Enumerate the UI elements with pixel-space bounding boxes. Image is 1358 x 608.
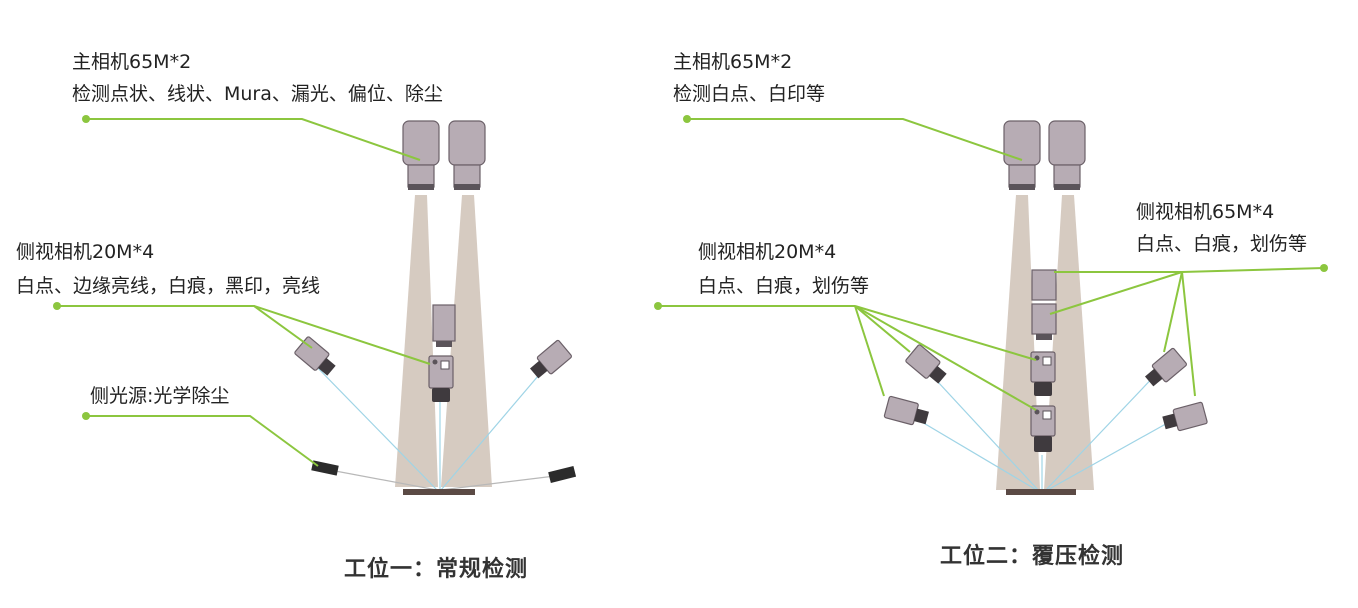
- main-camera-right-icon: [448, 120, 486, 190]
- side-camera-20m-title: 侧视相机20M*4: [698, 241, 836, 263]
- side-camera-rays: [311, 361, 556, 491]
- side-camera-title: 侧视相机20M*4: [16, 241, 154, 263]
- side-camera-65m-title: 侧视相机65M*4: [1136, 201, 1274, 223]
- side-camera-65m-right-upper-icon: [1144, 347, 1187, 387]
- leader-side-camera-20m: [658, 305, 1037, 411]
- leader-main-camera: [687, 118, 1023, 161]
- center-20m-side-camera-upper-icon: [1030, 351, 1056, 396]
- main-camera-beam-left: [395, 195, 438, 487]
- station-2: 主相机65M*2 检测白点、白印等 侧视相机20M*4 白点、白痕，划伤等 侧视…: [654, 51, 1328, 569]
- station-1-caption: 工位一：常规检测: [344, 556, 528, 582]
- side-camera-desc: 白点、边缘亮线，白痕，黑印，亮线: [16, 275, 320, 297]
- main-camera-desc: 检测点状、线状、Mura、漏光、偏位、除尘: [72, 83, 443, 105]
- side-camera-20m-desc: 白点、白痕，划伤等: [698, 275, 869, 297]
- side-camera-right-icon: [529, 339, 572, 379]
- main-camera-desc: 检测白点、白印等: [673, 83, 825, 105]
- side-light-label: 侧光源:光学除尘: [90, 385, 229, 407]
- main-camera-right-icon: [1048, 120, 1086, 190]
- main-camera-left-icon: [1003, 120, 1041, 190]
- side-camera-65m-right-lower-icon: [1162, 401, 1208, 432]
- main-camera-left-icon: [402, 120, 440, 190]
- main-camera-beam-right: [441, 195, 492, 487]
- side-light-right-icon: [548, 466, 577, 483]
- center-65m-side-camera-icon: [1031, 269, 1057, 340]
- side-camera-left-icon: [294, 336, 336, 376]
- side-camera-rays: [904, 367, 1181, 493]
- side-camera-20m-left-lower-icon: [883, 395, 929, 426]
- main-camera-beam-right: [1044, 195, 1094, 490]
- side-camera-20m-left-upper-icon: [905, 344, 947, 384]
- leader-side-light: [86, 415, 319, 467]
- station-1: 主相机65M*2 检测点状、线状、Mura、漏光、偏位、除尘 侧视相机20M*4…: [16, 51, 577, 582]
- main-camera-title: 主相机65M*2: [72, 51, 191, 73]
- side-light-left-icon: [311, 460, 339, 476]
- leader-side-camera-65m: [1049, 267, 1325, 397]
- display-panel: [1006, 489, 1076, 495]
- center-20m-side-camera-lower-icon: [1030, 405, 1056, 452]
- display-panel: [403, 489, 475, 495]
- main-camera-beam-left: [996, 195, 1040, 490]
- station-2-caption: 工位二：覆压检测: [940, 543, 1124, 569]
- main-camera-title: 主相机65M*2: [673, 51, 792, 73]
- leader-main-camera: [86, 118, 421, 161]
- side-camera-65m-desc: 白点、白痕，划伤等: [1136, 233, 1307, 255]
- center-side-camera-icon: [428, 304, 456, 402]
